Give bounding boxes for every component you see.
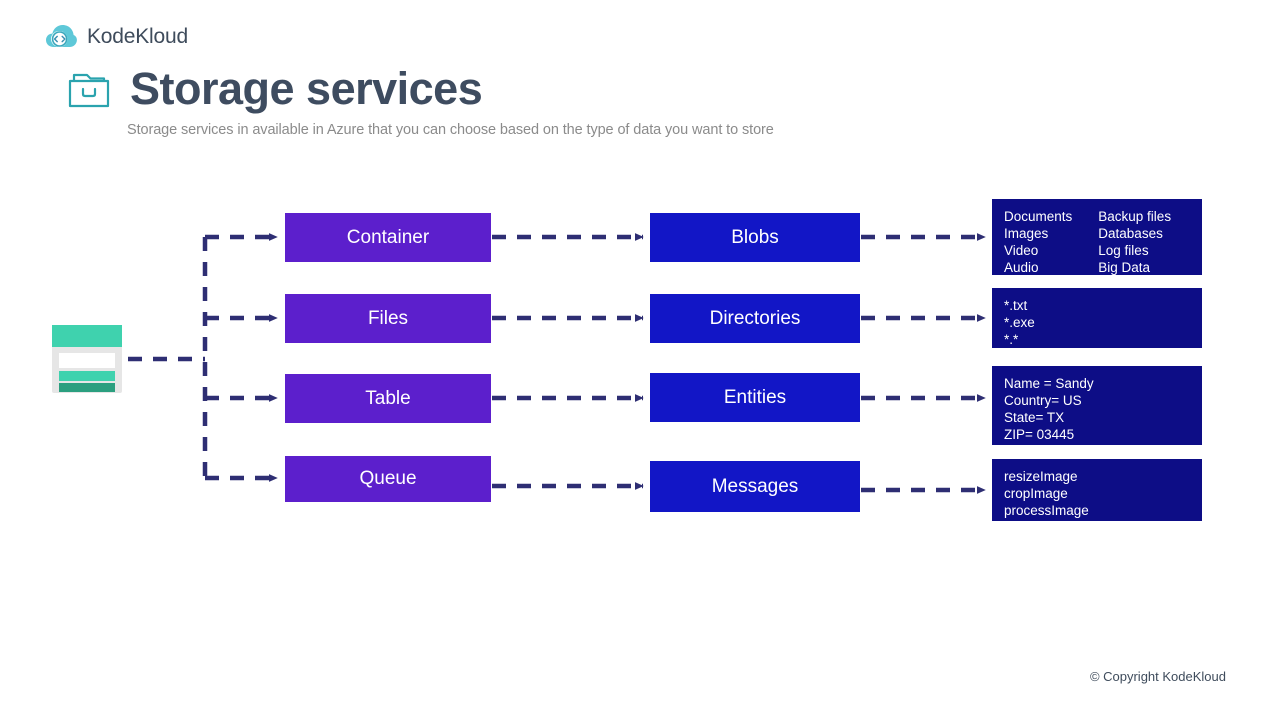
copyright-footer: © Copyright KodeKloud [1089,669,1226,684]
brand-logo-block: KodeKloud [45,22,188,52]
node-label: Entities [723,386,787,408]
detail-box-blobs: Documents Images Video Audio Backup file… [992,199,1202,275]
detail-line: Log files [1098,243,1149,258]
entity-node-directories[interactable]: Directories [650,294,860,343]
kodekloud-cloud-code-icon [45,22,77,52]
detail-column: resizeImage cropImage processImage [1004,468,1089,519]
detail-line: *.txt [1004,298,1028,313]
entity-node-messages[interactable]: Messages [650,461,860,512]
service-node-files[interactable]: Files [285,294,491,343]
folder-icon [66,68,112,110]
detail-line: Name = Sandy [1004,376,1094,391]
detail-line: Databases [1098,226,1163,241]
node-label: Queue [359,468,417,489]
node-label: Files [367,307,409,329]
node-label: Messages [711,475,799,497]
detail-line: Video [1004,243,1039,258]
detail-line: resizeImage [1004,469,1078,484]
service-node-queue[interactable]: Queue [285,456,491,502]
detail-line: Backup files [1098,209,1172,224]
entity-node-blobs[interactable]: Blobs [650,213,860,262]
detail-line: cropImage [1004,486,1068,501]
detail-line: ZIP= 03445 [1004,427,1075,442]
service-node-table[interactable]: Table [285,374,491,423]
detail-line: Country= US [1004,393,1082,408]
page-title-row: Storage services [66,63,483,114]
node-label: Directories [709,307,801,329]
detail-line: *.exe [1004,315,1035,330]
detail-line: processImage [1004,503,1089,518]
detail-column: *.txt *.exe *.* [1004,297,1035,348]
detail-line: *.* [1004,332,1019,347]
detail-box-messages: resizeImage cropImage processImage [992,459,1202,521]
detail-line: Big Data [1098,260,1151,275]
brand-name: KodeKloud [87,25,188,48]
node-label: Table [365,387,411,409]
node-label: Blobs [731,226,779,248]
node-label: Container [346,226,430,248]
detail-line: Images [1004,226,1049,241]
service-node-container[interactable]: Container [285,213,491,262]
detail-column: Documents Images Video Audio [1004,208,1072,276]
detail-line: Audio [1004,260,1039,275]
detail-line: State= TX [1004,410,1065,425]
detail-line: Documents [1004,209,1073,224]
storage-account-icon [50,323,124,395]
entity-node-entities[interactable]: Entities [650,373,860,422]
detail-column: Backup files Databases Log files Big Dat… [1098,208,1171,276]
detail-box-directories: *.txt *.exe *.* [992,288,1202,348]
detail-column: Name = Sandy Country= US State= TX ZIP= … [1004,375,1094,443]
page-title: Storage services [130,63,483,114]
detail-box-entities: Name = Sandy Country= US State= TX ZIP= … [992,366,1202,445]
page-subtitle: Storage services in available in Azure t… [127,122,774,138]
